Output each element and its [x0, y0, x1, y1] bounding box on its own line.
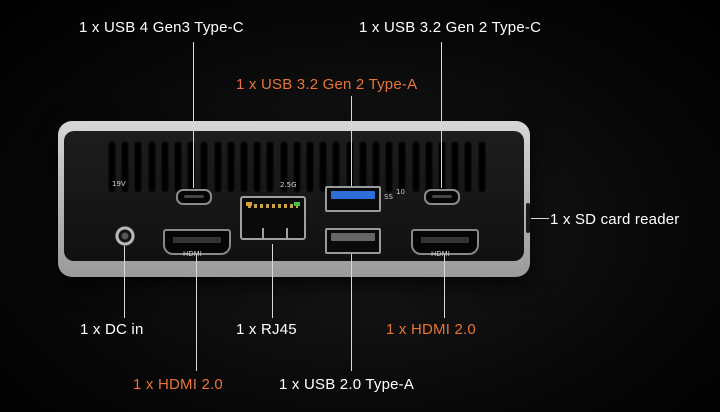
callout-line-usb32c — [441, 42, 442, 188]
vent-slot — [306, 141, 314, 193]
vent-slot — [200, 141, 209, 193]
usb4-type-c-port — [176, 189, 212, 205]
hdmi-port-right — [411, 229, 479, 255]
vent-slot — [213, 141, 222, 193]
rj45-speed-marking: 2.5G — [280, 181, 297, 189]
vent-slot — [253, 141, 262, 193]
vent-slot — [319, 141, 328, 193]
hdmi-port-left — [163, 229, 231, 255]
vent-slot — [226, 141, 235, 193]
vent-slot — [160, 141, 169, 193]
label-hdmi-right: 1 x HDMI 2.0 — [386, 321, 476, 338]
vent-slot — [451, 141, 460, 193]
label-hdmi-left: 1 x HDMI 2.0 — [133, 376, 223, 393]
vent-slot — [279, 141, 288, 193]
dc-in-port — [115, 226, 135, 246]
vent-slot — [345, 141, 354, 193]
usb-ss-speed-marking: 10 — [396, 188, 405, 196]
label-dc-in: 1 x DC in — [80, 321, 144, 338]
callout-line-sd — [531, 218, 549, 219]
vent-slot — [477, 141, 486, 193]
vent-slot — [398, 141, 407, 193]
callout-line-hdmi-left — [196, 255, 197, 371]
dc-voltage-marking: 19V — [112, 180, 126, 188]
label-usb4-type-c: 1 x USB 4 Gen3 Type-C — [79, 19, 244, 36]
label-sd-card-reader: 1 x SD card reader — [550, 211, 680, 228]
hdmi-right-marking: HDMI — [431, 250, 450, 258]
vent-slot — [174, 141, 182, 193]
vent-slot — [187, 141, 196, 193]
vent-slot — [266, 141, 275, 193]
label-usb20-type-a: 1 x USB 2.0 Type-A — [279, 376, 415, 393]
vent-slot — [358, 141, 367, 193]
vent-slot — [424, 141, 433, 193]
vent-slot — [108, 141, 116, 193]
usb-ss-marking: SS — [384, 193, 393, 201]
vent-slot — [292, 141, 301, 193]
usb32-type-a-port — [325, 186, 381, 212]
vent-slot — [385, 141, 394, 193]
callout-line-usb4 — [193, 42, 194, 188]
vent-slot — [438, 141, 446, 193]
callout-line-usb20 — [351, 254, 352, 371]
callout-line-rj45 — [272, 244, 273, 318]
usb20-type-a-port — [325, 228, 381, 254]
vent-slot — [121, 141, 130, 193]
vent-slot — [147, 141, 156, 193]
vent-slot — [411, 141, 420, 193]
vent-slot — [240, 141, 248, 193]
label-rj45: 1 x RJ45 — [236, 321, 297, 338]
callout-line-hdmi-right — [444, 255, 445, 318]
callout-line-usb32a — [351, 96, 352, 186]
sd-card-slot — [526, 203, 530, 233]
hdmi-left-marking: HDMI — [183, 250, 202, 258]
usb32-type-c-port — [424, 189, 460, 205]
vent-slot — [134, 141, 143, 193]
vent-slot — [464, 141, 473, 193]
callout-line-dc — [124, 246, 125, 318]
vent-slot — [372, 141, 380, 193]
label-usb32-type-a: 1 x USB 3.2 Gen 2 Type-A — [236, 76, 418, 93]
rj45-port — [240, 196, 306, 240]
vent-slot — [332, 141, 341, 193]
label-usb32-type-c: 1 x USB 3.2 Gen 2 Type-C — [359, 19, 542, 36]
